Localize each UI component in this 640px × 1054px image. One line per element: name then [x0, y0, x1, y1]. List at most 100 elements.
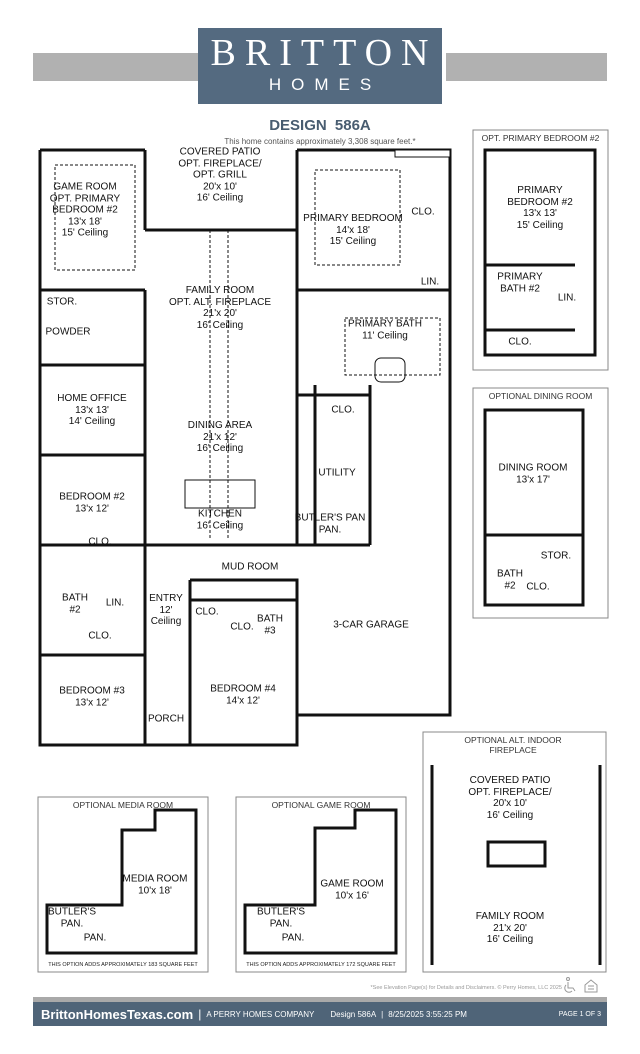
room-label-line: CLO.: [88, 630, 112, 642]
room-label-line: 14'x 18': [336, 224, 370, 236]
room-linen-primary: LIN.: [421, 276, 439, 288]
room-label-line: LIN.: [105, 597, 125, 609]
room-label-line: PRIMARY BATH: [348, 318, 422, 330]
room-label-line: CLO.: [230, 621, 254, 633]
footer-separator: |: [381, 1009, 384, 1019]
room-label-line: BUTLER'S: [256, 906, 306, 918]
room-label-line: 10'x 16': [335, 890, 369, 901]
room-closet-bed3: CLO.: [88, 630, 111, 642]
option-room-primary-bedroom-2: CLO.: [508, 336, 531, 348]
option-room-dining-room: CLO.: [526, 581, 549, 593]
option-panels: [37, 129, 609, 973]
option-room-dining-room: BATH#2: [497, 569, 523, 592]
room-label-line: UTILITY: [318, 467, 356, 479]
opt-media-room-title: OPTIONAL MEDIA ROOM: [72, 800, 174, 810]
design-title: DESIGN 586A: [269, 117, 371, 134]
header-bar-left: [33, 53, 198, 81]
room-closet-utility: CLO.: [331, 404, 354, 416]
room-label-line: BUTLER'S PAN: [294, 512, 366, 524]
disclaimer: *See Elevation Page(s) for Details and D…: [370, 985, 562, 991]
room-label-line: COVERED PATIO: [469, 775, 551, 786]
room-label-line: ENTRY: [149, 592, 183, 604]
room-label-line: 12': [159, 604, 173, 616]
room-label-line: CLO.: [88, 536, 112, 548]
room-label-line: #2: [504, 580, 516, 591]
room-powder: POWDER: [46, 326, 91, 338]
room-label-line: DINING ROOM: [498, 462, 568, 474]
page-number: PAGE 1 OF 3: [558, 1010, 601, 1018]
room-label-line: CLO.: [508, 336, 532, 348]
room-label-line: OPT. GRILL: [193, 169, 247, 181]
room-label-line: CLO.: [526, 581, 550, 593]
room-label-line: 16' Ceiling: [486, 809, 534, 821]
room-label-line: 13'x 12': [75, 503, 109, 514]
room-label-line: 13'x 13': [523, 208, 557, 219]
room-label-line: 14'x 12': [226, 695, 260, 706]
room-label-line: BEDROOM #4: [210, 683, 276, 695]
room-label-line: PAN.: [60, 918, 84, 929]
room-label-line: FAMILY ROOM: [185, 285, 255, 296]
room-label-line: DINING AREA: [187, 419, 253, 431]
fixtures: [184, 149, 451, 509]
room-label-line: 15' Ceiling: [329, 235, 377, 247]
room-storage: STOR.: [47, 296, 77, 308]
room-label-line: BATH: [257, 613, 283, 625]
room-label-line: HOME OFFICE: [57, 392, 127, 404]
room-label-line: OPT. FIREPLACE/: [178, 157, 262, 169]
room-label-line: 16' Ceiling: [196, 520, 244, 531]
footer-divider: [33, 997, 607, 1002]
room-label-line: PAN.: [318, 524, 342, 535]
website-link[interactable]: BrittonHomesTexas.com: [41, 1006, 194, 1022]
option-room-media-room: PAN.: [84, 932, 107, 944]
room-label-line: #3: [264, 625, 276, 636]
option-room-dining-room: STOR.: [541, 550, 571, 562]
room-label-line: BEDROOM #2: [507, 196, 573, 208]
footer-bar: BrittonHomesTexas.com | A PERRY HOMES CO…: [33, 1002, 607, 1026]
room-label-line: POWDER: [45, 326, 91, 338]
square-feet-note: This home contains approximately 3,308 s…: [224, 137, 416, 146]
room-label-line: Ceiling: [150, 615, 182, 627]
room-label-line: 21'x 20': [203, 308, 237, 319]
opt-alt-fireplace-title: OPTIONAL ALT. INDOOR FIREPLACE: [464, 735, 562, 755]
room-label-line: MUD ROOM: [221, 561, 279, 573]
room-label-line: CLO.: [411, 206, 435, 218]
room-label-line: 16' Ceiling: [196, 319, 244, 331]
option-room-game-room: PAN.: [282, 932, 305, 944]
room-label-line: PRIMARY BEDROOM: [303, 212, 403, 224]
room-closet-primary: CLO.: [411, 206, 434, 218]
room-label-line: PRIMARY: [497, 271, 543, 283]
opt-dining-room-title: OPTIONAL DINING ROOM: [488, 391, 593, 401]
opt-game-room-title: OPTIONAL GAME ROOM: [271, 800, 371, 810]
room-label-line: 13'x 17': [516, 474, 550, 485]
room-label-line: LIN.: [420, 276, 440, 288]
room-label-line: 14' Ceiling: [68, 415, 116, 427]
room-label-line: BUTLER'S: [47, 906, 97, 918]
room-label-line: MEDIA ROOM: [122, 873, 188, 885]
room-label-line: BATH #2: [500, 283, 540, 294]
room-garage: 3-CAR GARAGE: [333, 619, 409, 631]
opt-primary-bedroom-title: OPT. PRIMARY BEDROOM #2: [481, 133, 600, 143]
room-label-line: BATH: [497, 568, 523, 580]
option-room-primary-bedroom-2: LIN.: [558, 292, 576, 304]
room-label-line: 16' Ceiling: [196, 442, 244, 454]
room-bath-2: BATH#2: [62, 593, 88, 616]
room-utility: UTILITY: [318, 467, 355, 479]
option-walls: [45, 148, 602, 965]
room-label-line: BEDROOM #3: [59, 685, 125, 697]
room-label-line: OPT. FIREPLACE/: [468, 786, 552, 798]
room-closet-bed2: CLO.: [88, 536, 111, 548]
